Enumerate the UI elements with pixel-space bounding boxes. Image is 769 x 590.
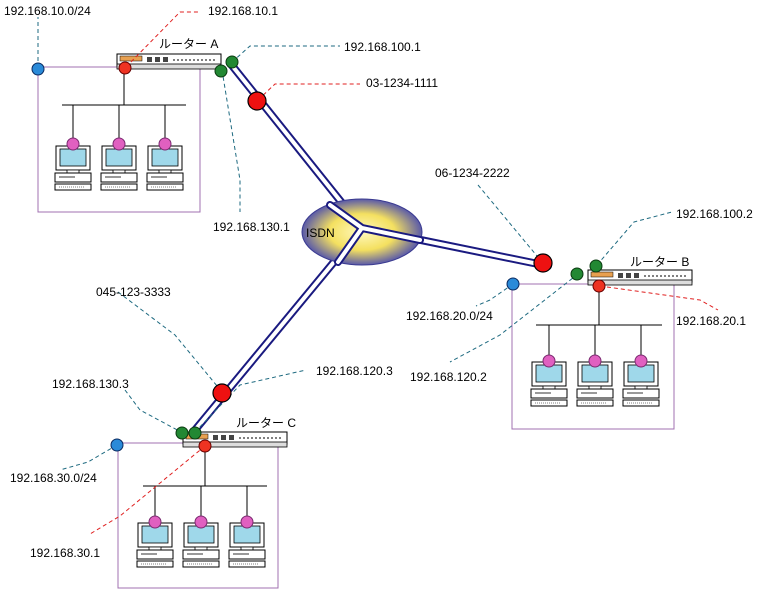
leader-lines	[37, 11, 719, 535]
router-a-icon	[116, 53, 222, 70]
router-c-isdn-ip: 192.168.120.3	[316, 364, 393, 378]
wan-port-a	[214, 64, 228, 78]
pc-port-node	[148, 515, 162, 529]
isdn-port-c	[188, 426, 202, 440]
router-c-phone: 045-123-3333	[96, 285, 171, 299]
router-c-wan-ip: 192.168.130.3	[52, 377, 129, 391]
wan-port-b	[570, 267, 584, 281]
pc-port-node	[588, 354, 602, 368]
lan-port-b	[592, 279, 606, 293]
lan-port-c	[198, 439, 212, 453]
pc-icon	[146, 145, 184, 191]
isdn-port-b	[589, 259, 603, 273]
network-node-c	[110, 438, 124, 452]
router-a-isdn-ip: 192.168.100.1	[344, 40, 421, 54]
router-b-wan-ip: 192.168.120.2	[410, 370, 487, 384]
phone-node-c	[212, 383, 232, 403]
pc-port-node	[634, 354, 648, 368]
lan-c-segment	[136, 450, 267, 568]
router-b-phone: 06-1234-2222	[435, 166, 510, 180]
pc-icon	[54, 145, 92, 191]
router-b-lan-ip: 192.168.20.1	[676, 314, 746, 328]
network-node-b	[506, 277, 520, 291]
router-a-lan-ip: 192.168.10.1	[208, 4, 278, 18]
pc-port-node	[542, 354, 556, 368]
pc-icon	[228, 522, 266, 568]
isdn-port-a	[225, 55, 239, 69]
lan-a-segment	[54, 70, 186, 191]
isdn-label: ISDN	[306, 226, 335, 240]
router-a-name: ルーター A	[159, 37, 218, 51]
router-a-phone: 03-1234-1111	[366, 76, 438, 90]
pc-port-node	[158, 137, 172, 151]
router-a-network: 192.168.10.0/24	[4, 4, 91, 18]
router-c-network: 192.168.30.0/24	[10, 471, 97, 485]
router-b-name: ルーター B	[630, 255, 689, 269]
pc-icon	[136, 522, 174, 568]
isdn-cloud: ISDN	[301, 198, 424, 266]
pc-icon	[576, 361, 614, 407]
lan-b-segment	[530, 288, 662, 407]
lan-port-a	[118, 61, 132, 75]
pc-icon	[622, 361, 660, 407]
pc-port-node	[112, 137, 126, 151]
phone-node-a	[247, 91, 267, 111]
pc-icon	[530, 361, 568, 407]
pc-port-node	[194, 515, 208, 529]
router-c-lan-ip: 192.168.30.1	[30, 546, 100, 560]
pc-port-node	[240, 515, 254, 529]
router-b-network: 192.168.20.0/24	[406, 309, 493, 323]
phone-node-b	[533, 253, 553, 273]
router-b-isdn-ip: 192.168.100.2	[676, 207, 753, 221]
router-c-name: ルーター C	[236, 416, 296, 430]
pc-port-node	[66, 137, 80, 151]
network-node-a	[31, 62, 45, 76]
pc-icon	[100, 145, 138, 191]
router-a-wan-ip: 192.168.130.1	[213, 220, 290, 234]
pc-icon	[182, 522, 220, 568]
wan-port-c	[175, 426, 189, 440]
